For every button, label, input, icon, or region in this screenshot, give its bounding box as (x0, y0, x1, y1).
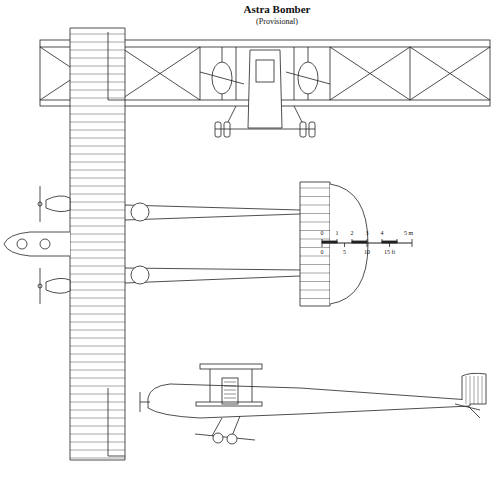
scale-number: 2 (351, 230, 354, 236)
scale-bar (322, 239, 412, 247)
scale-number: 0 (321, 249, 324, 255)
scale-number: 5 m (404, 230, 413, 236)
scale-number: 3 (366, 230, 369, 236)
scale-number: 0 (321, 230, 324, 236)
side-view (140, 364, 486, 444)
scale-number: 15 ft (384, 249, 395, 255)
title: Astra Bomber (244, 4, 311, 15)
subtitle: (Provisional) (256, 18, 298, 26)
scale-number: 5 (343, 249, 346, 255)
scale-number: 1 (336, 230, 339, 236)
scale-number: 4 (381, 230, 384, 236)
scale-number: 10 (364, 249, 370, 255)
